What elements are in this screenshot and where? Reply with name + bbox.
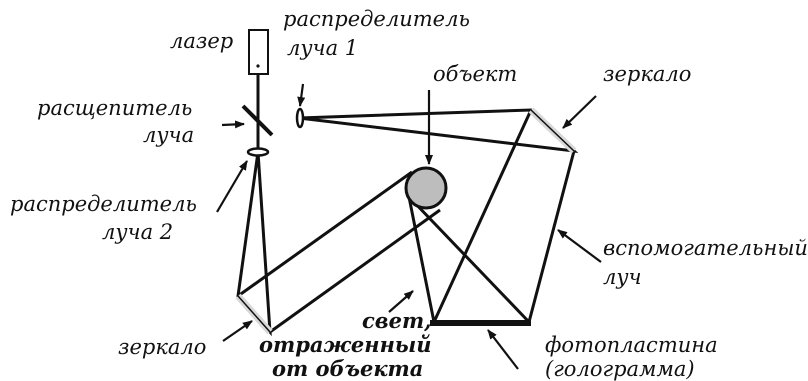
- splitter-1-lens-icon: [295, 107, 305, 129]
- object-light-left: [406, 191, 436, 323]
- pointer-arrows: [216, 83, 602, 370]
- object-beam-lower: [269, 208, 441, 334]
- ref-beam-right: [527, 150, 576, 323]
- arrow-reference-beam: [557, 229, 602, 263]
- arrow-beam-divider: [221, 120, 245, 129]
- components: [235, 29, 577, 335]
- label-splitter-2-line2: луча 2: [102, 220, 173, 244]
- arrow-reflected-light: [388, 290, 414, 313]
- laser-icon: [248, 29, 269, 75]
- laser-aperture-dot: [256, 64, 260, 68]
- label-beam-divider-line2: луча: [143, 123, 194, 147]
- label-reflected-line3: от объекта: [272, 356, 423, 381]
- label-reference-line2: луч: [603, 265, 642, 289]
- beam-paths: [236, 74, 579, 337]
- label-top-mirror: зеркало: [603, 62, 691, 86]
- label-splitter-1-line2: луча 1: [287, 36, 358, 60]
- label-splitter-1-line1: распределитель: [283, 7, 470, 31]
- label-reflected-line1: свет,: [362, 308, 431, 333]
- arrow-splitter-1: [297, 83, 306, 107]
- arrow-splitter-2: [216, 160, 248, 213]
- label-splitter-2-line1: распределитель: [10, 192, 197, 216]
- label-photoplate-line2: (голограмма): [545, 357, 695, 381]
- arrow-bottom-mirror: [222, 320, 253, 342]
- label-object: объект: [433, 62, 517, 86]
- arrow-top-mirror: [562, 95, 597, 129]
- label-bottom-mirror: зеркало: [118, 335, 206, 359]
- top-mirror-edge: [530, 109, 575, 152]
- object-beam-upper: [237, 170, 413, 298]
- object-light-right: [410, 198, 531, 324]
- label-laser: лазер: [170, 29, 233, 53]
- object-sphere-icon: [404, 166, 448, 210]
- label-beam-divider-line1: расщепитель: [37, 96, 192, 120]
- label-reference-line1: вспомогательный: [603, 236, 808, 260]
- label-reflected-line2: отраженный: [259, 332, 432, 357]
- label-photoplate-line1: фотопластина: [545, 333, 718, 357]
- labels: лазер распределитель луча 1 расщепитель …: [10, 7, 808, 381]
- beam-divider-icon: [241, 104, 274, 137]
- ref-beam-left: [432, 109, 533, 323]
- bottom-mirror-edge: [237, 295, 271, 333]
- arrow-photoplate: [487, 329, 519, 370]
- splitter-2-lens-icon: [246, 147, 270, 157]
